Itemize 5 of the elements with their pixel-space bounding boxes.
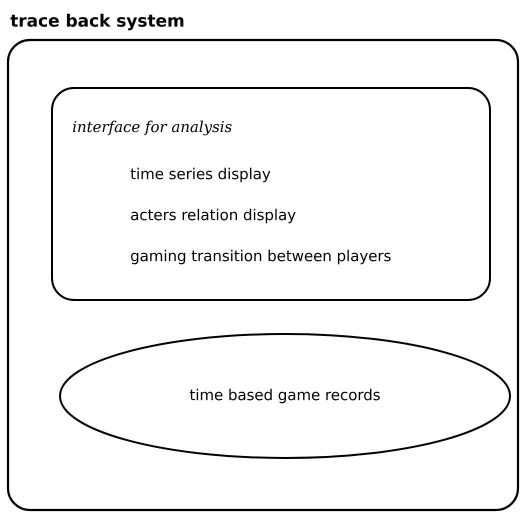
box-heading: interface for analysis — [72, 120, 232, 136]
frame-title: trace back system — [10, 14, 184, 30]
list-item: gaming transition between players — [131, 250, 391, 264]
list-item: acters relation display — [131, 208, 296, 224]
list-item: time series display — [130, 168, 270, 182]
